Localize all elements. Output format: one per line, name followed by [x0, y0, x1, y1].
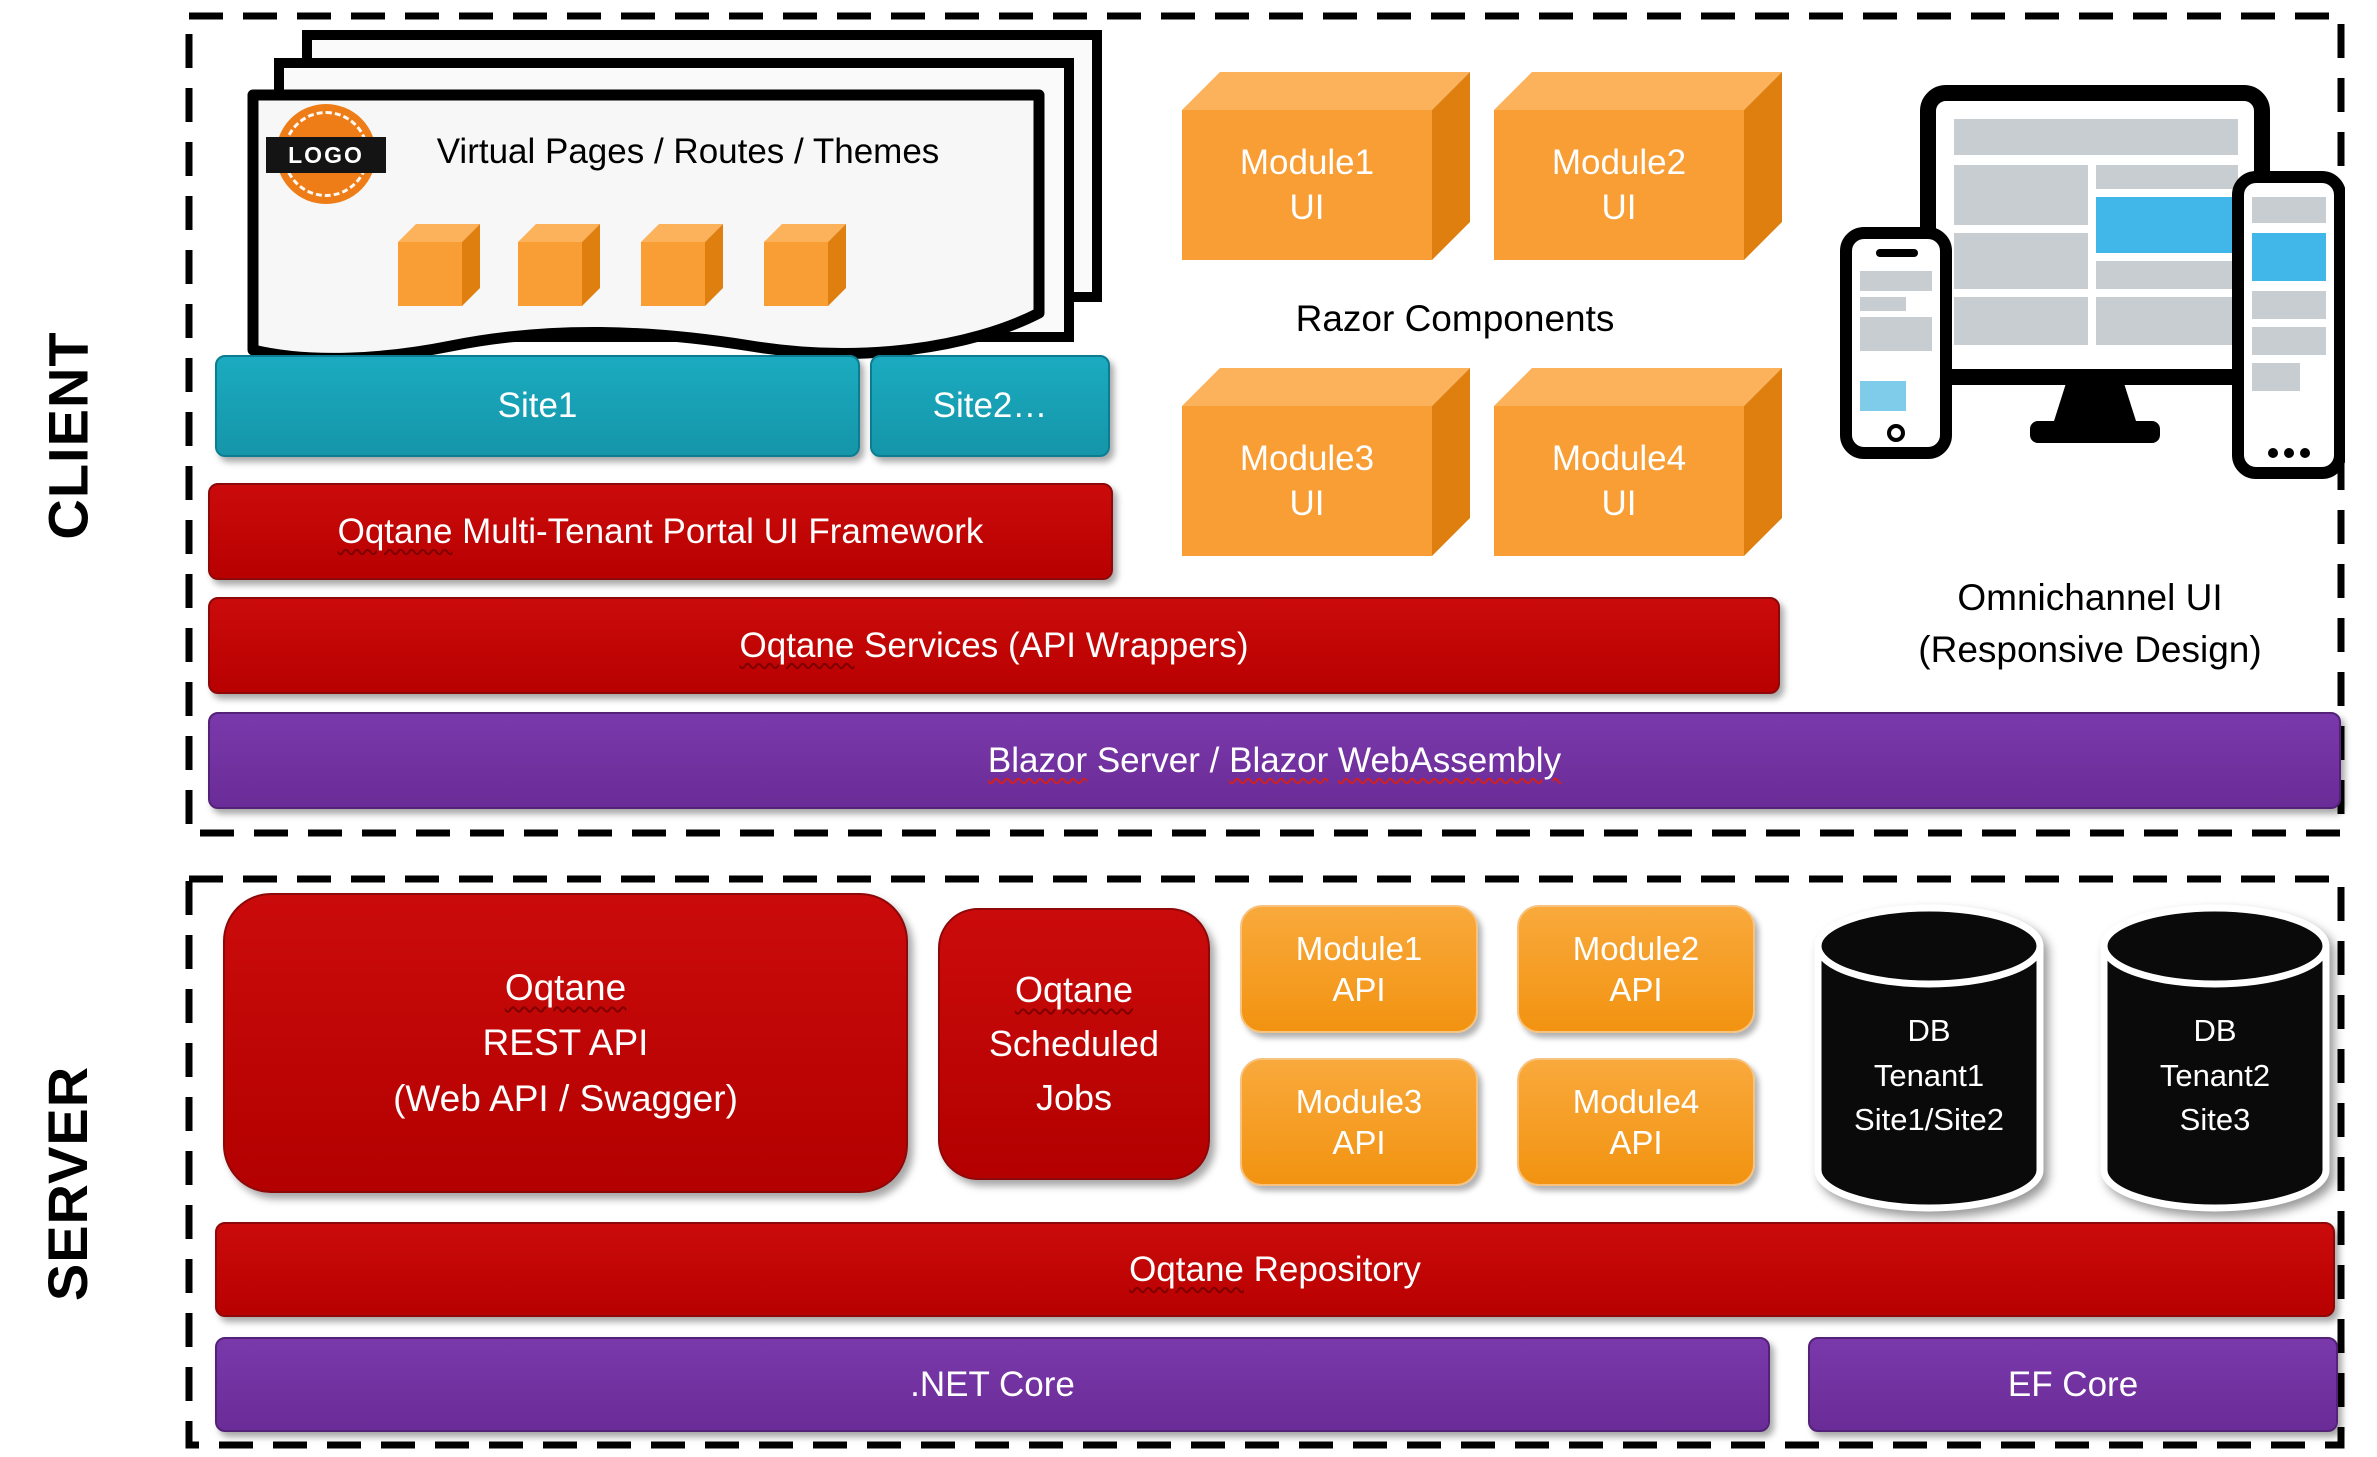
- module2-api-box: Module2 API: [1517, 905, 1755, 1033]
- module-layer: API: [1609, 971, 1663, 1008]
- client-section-label: CLIENT: [8, 330, 128, 540]
- monitor-icon: [1920, 85, 2270, 443]
- site2-bar: Site2…: [870, 355, 1110, 457]
- portal-framework-label: Oqtane Multi-Tenant Portal UI Framework: [338, 512, 984, 552]
- tablet-icon: [2232, 171, 2345, 479]
- db-line2: Tenant1: [1873, 1057, 1985, 1093]
- module2-ui-box: Module2 UI: [1494, 72, 1782, 260]
- server-section-border: [185, 875, 2345, 1449]
- blazor-label: Blazor Server / Blazor WebAssembly: [988, 741, 1561, 781]
- theme-cube-icon: [764, 224, 846, 306]
- rest-api-line1: Oqtane: [504, 966, 627, 1008]
- services-label-oqtane: Oqtane: [739, 625, 855, 665]
- db-tenant2-label: DB Tenant2 Site3: [2094, 950, 2336, 1202]
- site1-label: Site1: [497, 386, 578, 425]
- portal-framework-label-oqtane: Oqtane: [337, 511, 453, 551]
- portal-framework-bar: Oqtane Multi-Tenant Portal UI Framework: [208, 483, 1113, 580]
- blazor-label-p1: Blazor: [987, 740, 1088, 780]
- ef-core-label: EF Core: [2007, 1364, 2139, 1404]
- db-tenant1-label: DB Tenant1 Site1/Site2: [1808, 950, 2050, 1202]
- client-label-text: CLIENT: [36, 330, 100, 540]
- db-line1: DB: [2193, 1012, 2237, 1048]
- module-layer: UI: [1289, 188, 1325, 227]
- omnichannel-caption-line1: Omnichannel UI: [1957, 577, 2223, 618]
- db-line2: Tenant2: [2159, 1057, 2271, 1093]
- omnichannel-caption-line2: (Responsive Design): [1918, 628, 2262, 670]
- db-line3: Site3: [2179, 1102, 2251, 1138]
- blazor-label-p3: Blazor: [1229, 740, 1329, 780]
- blazor-label-p2: Server /: [1087, 740, 1230, 780]
- module2-ui-label: Module2 UI: [1494, 110, 1744, 260]
- server-section-label: SERVER: [8, 1065, 128, 1300]
- server-label-text: SERVER: [36, 1065, 100, 1301]
- rest-api-line3: (Web API / Swagger): [393, 1077, 738, 1119]
- services-label: Oqtane Services (API Wrappers): [740, 626, 1249, 666]
- cube-3d-icon: [1494, 368, 1782, 556]
- scheduled-jobs-line2: Scheduled: [988, 1023, 1160, 1064]
- omnichannel-devices-illustration: [1840, 85, 2345, 479]
- blazor-bar: Blazor Server / Blazor WebAssembly: [208, 712, 2341, 809]
- logo-badge: LOGO: [266, 104, 386, 204]
- site1-bar: Site1: [215, 355, 860, 457]
- module3-ui-box: Module3 UI: [1182, 368, 1470, 556]
- logo-banner: LOGO: [266, 137, 386, 173]
- database-cylinder-icon: [1814, 904, 2044, 1212]
- cube-3d-icon: [1494, 72, 1782, 260]
- module4-ui-label: Module4 UI: [1494, 406, 1744, 556]
- module-name: Module2: [1551, 142, 1687, 182]
- virtual-pages-title: Virtual Pages / Routes / Themes: [436, 132, 940, 171]
- module1-ui-label: Module1 UI: [1182, 110, 1432, 260]
- logo-text: LOGO: [288, 141, 364, 168]
- dotnet-core-bar: .NET Core: [215, 1337, 1770, 1432]
- db-line3: Site1/Site2: [1854, 1102, 2004, 1138]
- repository-label: Oqtane Repository: [1129, 1250, 1421, 1290]
- module-layer: UI: [1289, 484, 1325, 523]
- theme-cube-icon: [641, 224, 723, 306]
- module-layer: UI: [1601, 484, 1637, 523]
- module1-api-box: Module1 API: [1240, 905, 1478, 1033]
- database-cylinder-icon: [2100, 904, 2330, 1212]
- module-layer: UI: [1601, 188, 1637, 227]
- cube-3d-icon: [1182, 72, 1470, 260]
- module-layer: API: [1332, 1124, 1386, 1161]
- module-layer: API: [1332, 971, 1386, 1008]
- db-line1: DB: [1907, 1012, 1951, 1048]
- module-name: Module4: [1572, 1082, 1700, 1120]
- rest-api-box: Oqtane REST API (Web API / Swagger): [223, 893, 908, 1193]
- scheduled-jobs-line1: Oqtane: [1014, 969, 1134, 1010]
- repository-label-oqtane: Oqtane: [1129, 1249, 1244, 1289]
- services-label-rest: Services (API Wrappers): [854, 625, 1249, 665]
- module-name: Module1: [1239, 142, 1375, 182]
- theme-cube-icon: [518, 224, 600, 306]
- module3-ui-label: Module3 UI: [1182, 406, 1432, 556]
- module3-api-box: Module3 API: [1240, 1058, 1478, 1186]
- scheduled-jobs-box: Oqtane Scheduled Jobs: [938, 908, 1210, 1180]
- module4-api-box: Module4 API: [1517, 1058, 1755, 1186]
- module-name: Module1: [1295, 929, 1423, 967]
- module-name: Module3: [1239, 438, 1375, 478]
- scheduled-jobs-line3: Jobs: [1035, 1077, 1113, 1118]
- cube-3d-icon: [1182, 368, 1470, 556]
- rest-api-line2: REST API: [482, 1022, 649, 1064]
- dotnet-core-label: .NET Core: [910, 1364, 1075, 1404]
- blazor-label-p4: WebAssembly: [1338, 740, 1562, 780]
- razor-components-label: Razor Components: [1295, 298, 1615, 339]
- services-bar: Oqtane Services (API Wrappers): [208, 597, 1780, 694]
- phone-icon: [1840, 227, 1952, 459]
- module-name: Module2: [1572, 929, 1700, 967]
- ef-core-bar: EF Core: [1808, 1337, 2338, 1432]
- module-name: Module4: [1551, 438, 1687, 478]
- module-layer: API: [1609, 1124, 1663, 1161]
- repository-bar: Oqtane Repository: [215, 1222, 2335, 1317]
- module1-ui-box: Module1 UI: [1182, 72, 1470, 260]
- site2-label: Site2…: [932, 386, 1048, 425]
- theme-cube-icon: [398, 224, 480, 306]
- omnichannel-caption: Omnichannel UI (Responsive Design): [1830, 572, 2350, 676]
- module4-ui-box: Module4 UI: [1494, 368, 1782, 556]
- module-name: Module3: [1295, 1082, 1423, 1120]
- db-tenant2-cylinder: DB Tenant2 Site3: [2094, 898, 2336, 1218]
- db-tenant1-cylinder: DB Tenant1 Site1/Site2: [1808, 898, 2050, 1218]
- portal-framework-label-rest: Multi-Tenant Portal UI Framework: [452, 511, 984, 551]
- repository-label-rest: Repository: [1243, 1249, 1421, 1289]
